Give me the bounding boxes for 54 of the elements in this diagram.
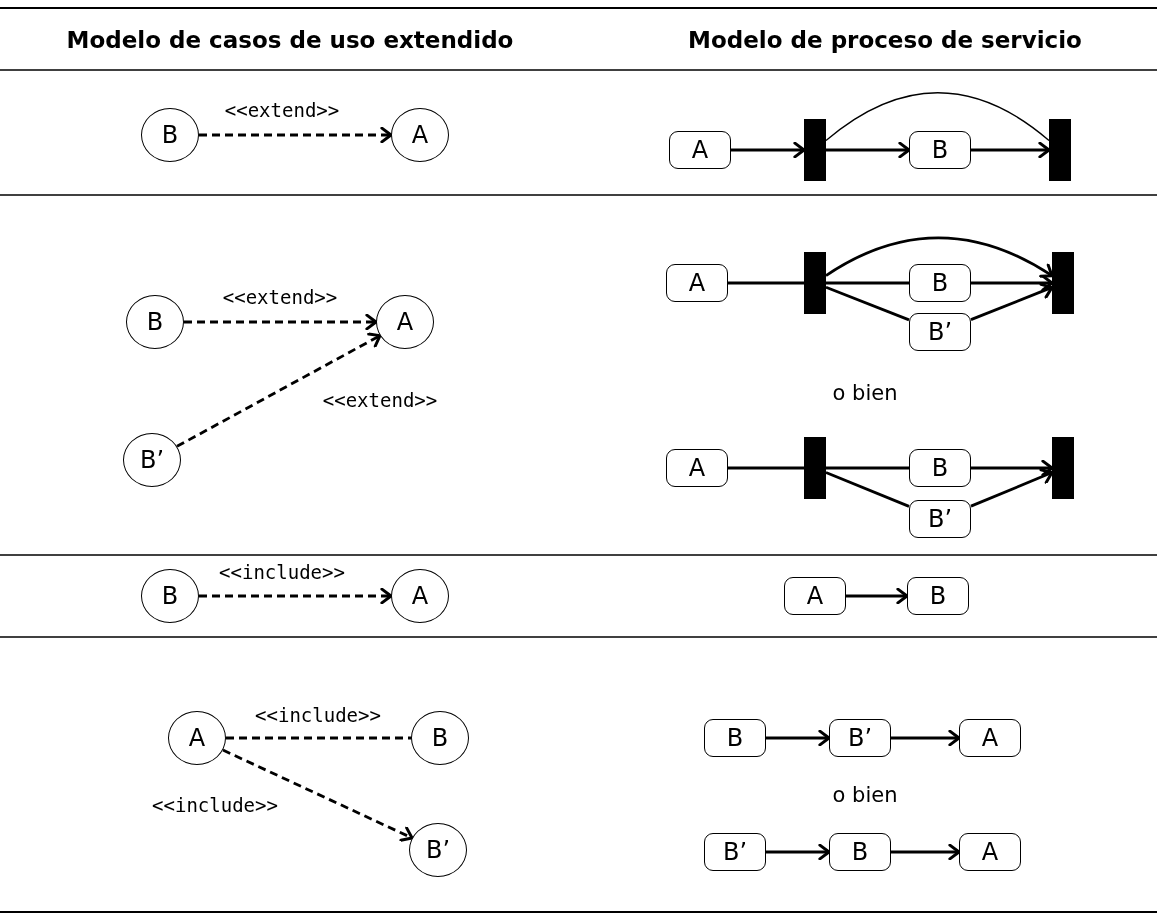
curved-arrow bbox=[825, 236, 1054, 279]
dashed-arrow bbox=[199, 587, 393, 605]
activity-box: A bbox=[666, 449, 728, 487]
column-header: Modelo de proceso de servicio bbox=[688, 27, 1082, 53]
use-case-ellipse: B bbox=[411, 711, 469, 765]
dashed-arrow bbox=[222, 748, 414, 842]
activity-box: B bbox=[829, 833, 891, 871]
arrow bbox=[970, 282, 1054, 321]
use-case-ellipse: A bbox=[391, 569, 449, 623]
activity-box: B bbox=[907, 577, 969, 615]
dashed-arrow bbox=[199, 126, 393, 144]
use-case-ellipse: B’ bbox=[409, 823, 467, 877]
sync-bar bbox=[1049, 119, 1071, 181]
use-case-ellipse: A bbox=[391, 108, 449, 162]
arrow bbox=[970, 468, 1054, 508]
use-case-ellipse: B bbox=[141, 108, 199, 162]
column-header: Modelo de casos de uso extendido bbox=[66, 27, 514, 53]
activity-box: A bbox=[959, 719, 1021, 757]
arrow bbox=[971, 459, 1054, 477]
use-case-ellipse: B bbox=[141, 569, 199, 623]
activity-box: B’ bbox=[909, 313, 971, 351]
activity-box: A bbox=[669, 131, 731, 169]
activity-box: B’ bbox=[829, 719, 891, 757]
alternative-note: o bien bbox=[832, 783, 898, 807]
arrow bbox=[971, 141, 1051, 159]
arrow bbox=[891, 729, 961, 747]
activity-box: B’ bbox=[909, 500, 971, 538]
sync-bar bbox=[804, 437, 826, 499]
activity-box: B bbox=[704, 719, 766, 757]
sync-bar bbox=[804, 119, 826, 181]
sync-bar bbox=[1052, 252, 1074, 314]
arrow bbox=[766, 843, 831, 861]
arrow bbox=[891, 843, 961, 861]
sync-bar bbox=[1052, 437, 1074, 499]
activity-box: B bbox=[909, 449, 971, 487]
activity-box: A bbox=[784, 577, 846, 615]
use-case-ellipse: A bbox=[376, 295, 434, 349]
use-case-ellipse: B bbox=[126, 295, 184, 349]
alternative-note: o bien bbox=[832, 381, 898, 405]
activity-box: A bbox=[959, 833, 1021, 871]
arrow bbox=[731, 141, 806, 159]
activity-box: B bbox=[909, 131, 971, 169]
dashed-arrow bbox=[176, 332, 382, 448]
arrow bbox=[971, 274, 1054, 292]
arrow bbox=[766, 729, 831, 747]
dashed-arrow bbox=[184, 313, 378, 331]
arrow bbox=[846, 587, 909, 605]
activity-box: B’ bbox=[704, 833, 766, 871]
arrow bbox=[826, 141, 911, 159]
activity-box: B bbox=[909, 264, 971, 302]
sync-bar bbox=[804, 252, 826, 314]
activity-box: A bbox=[666, 264, 728, 302]
use-case-ellipse: A bbox=[168, 711, 226, 765]
use-case-ellipse: B’ bbox=[123, 433, 181, 487]
